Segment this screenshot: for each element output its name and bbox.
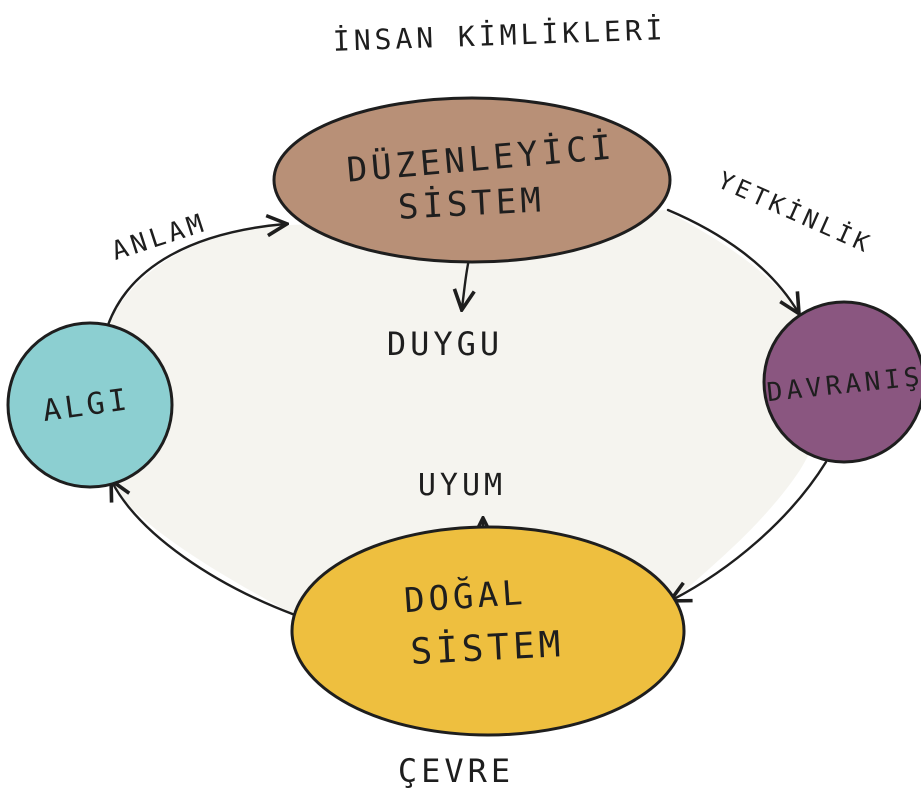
algi-node: [6, 321, 174, 489]
duygu-label: DUYGU: [387, 325, 503, 363]
uyum-label: UYUM: [418, 468, 506, 503]
dogal-line2: SİSTEM: [409, 623, 565, 673]
yetkinlik-label: YETKİNLİK: [714, 165, 877, 259]
edge-dogal-algi-curve: [112, 482, 297, 617]
edge-yetkinlik-curve: [666, 208, 798, 312]
dogal-sistem-node: [290, 525, 686, 737]
dogal-line1: DOĞAL: [403, 572, 528, 621]
cevre-label: ÇEVRE: [398, 752, 514, 790]
duzenleyici-line2: SİSTEM: [397, 180, 546, 228]
edge-anlam-curve: [106, 224, 285, 327]
diagram-title: İNSAN KİMLİKLERİ: [332, 13, 667, 58]
davranis-node: [762, 300, 921, 464]
edge-davranis-dogal-curve: [672, 460, 828, 600]
loop-background: [98, 210, 822, 633]
duzenleyici-sistem-node: [272, 96, 672, 264]
